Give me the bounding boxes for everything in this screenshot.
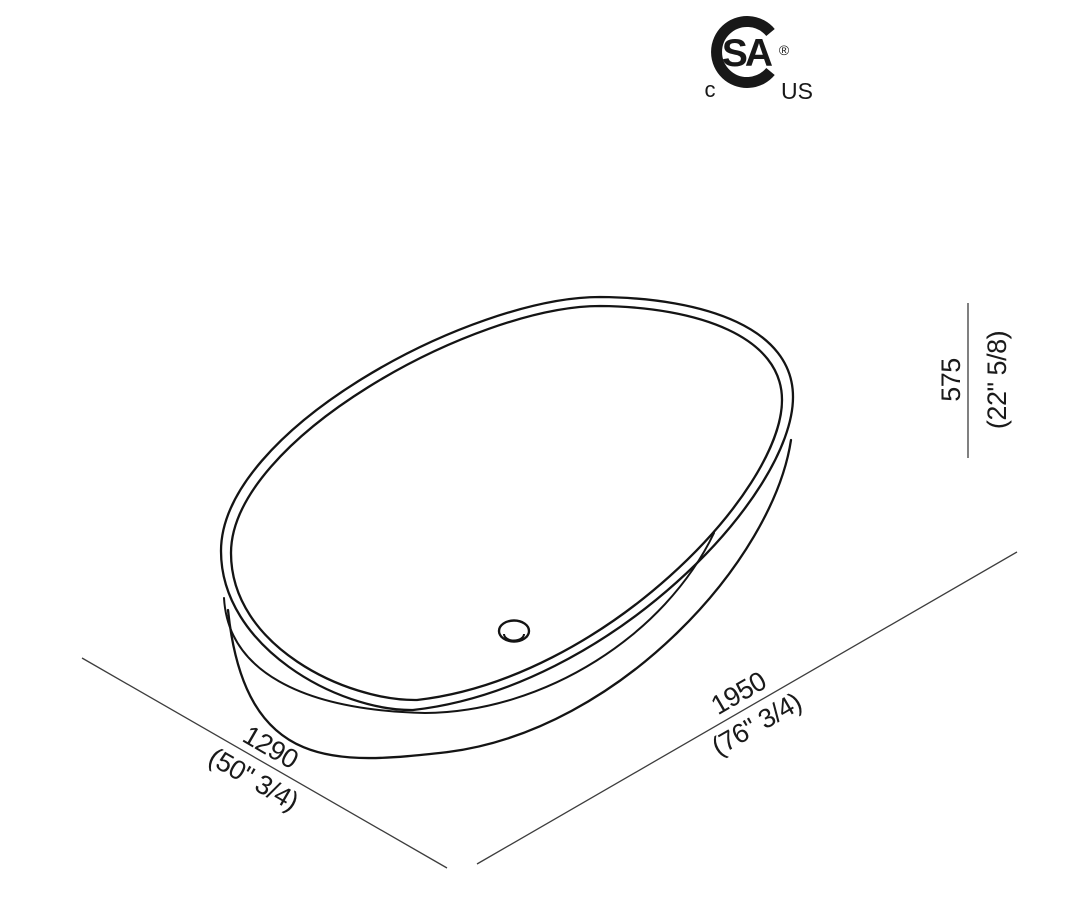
csa-c-ring-icon	[711, 16, 775, 88]
width-dimension: 1290 (50" 3/4)	[81, 657, 448, 869]
registered-trademark-icon: ®	[779, 42, 790, 58]
csa-canada-label: c	[705, 77, 716, 102]
tub-rim-underside	[223, 532, 715, 715]
csa-mark: SA ® c US	[705, 16, 813, 104]
width-dimension-line	[81, 657, 448, 869]
height-dimension: 575 (22" 5/8)	[936, 303, 1012, 458]
csa-us-label: US	[781, 78, 813, 104]
bathtub-drawing	[219, 295, 795, 760]
length-dimension-line	[476, 551, 1018, 865]
length-dimension: 1950 (76" 3/4)	[476, 551, 1018, 865]
height-dimension-inches: (22" 5/8)	[982, 331, 1012, 429]
tub-outer-rim	[219, 295, 795, 712]
tub-drain-inner	[503, 633, 525, 642]
csa-monogram-text: SA	[722, 32, 773, 75]
tub-body-silhouette	[226, 438, 793, 760]
height-dimension-mm: 575	[936, 358, 966, 402]
tub-drain-outer	[497, 619, 531, 643]
tub-inner-rim	[229, 304, 784, 702]
